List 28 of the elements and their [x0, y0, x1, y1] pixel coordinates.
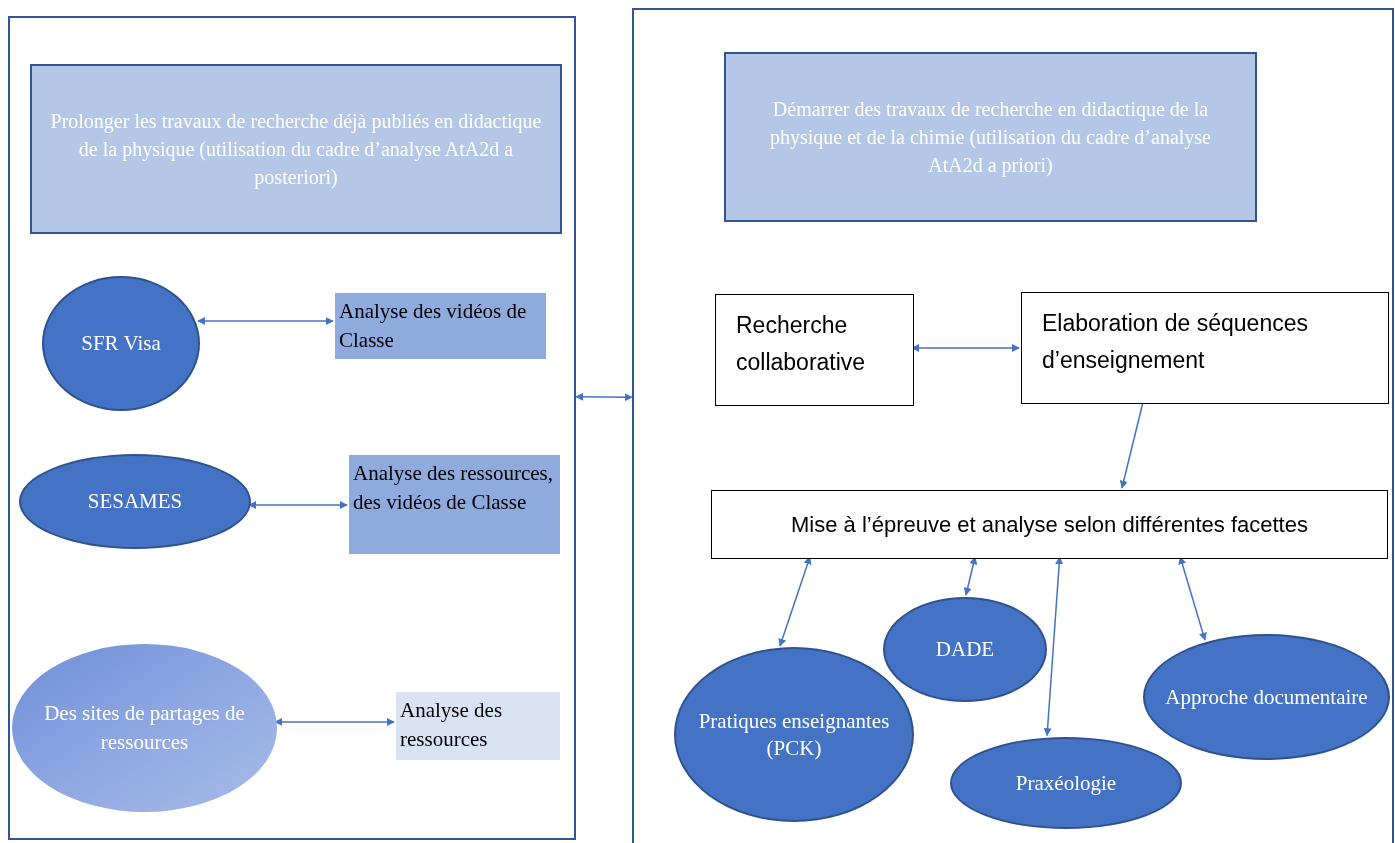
node-text: Des sites de partages de ressources — [43, 700, 246, 756]
process-box — [715, 294, 914, 406]
process-box — [711, 490, 1388, 559]
label-box — [335, 293, 546, 359]
header-box — [724, 52, 1257, 222]
node-text: Analyse des ressources — [400, 697, 504, 753]
label-box — [349, 455, 560, 554]
panel-frame — [632, 8, 1394, 843]
arrow — [197, 317, 334, 326]
node-text: SFR Visa — [81, 330, 161, 357]
label-box — [396, 692, 560, 760]
panel-frame — [8, 16, 576, 840]
node-text: SESAMES — [87, 488, 183, 515]
arrow — [274, 717, 395, 726]
node-text: Elaboration de séquences d’enseignement — [1042, 309, 1309, 375]
node-text: Analyse des ressources, des vidéos de Classe — [353, 460, 555, 516]
node-text: Pratiques enseignantes (PCK) — [697, 708, 891, 761]
node-text: Mise à l’épreuve et analyse selon différentes facettes — [791, 511, 1308, 539]
node-text: Analyse des vidéos de Classe — [339, 298, 528, 354]
node-text: Approche documentaire — [1165, 683, 1368, 711]
process-box — [1021, 292, 1389, 404]
node-text: Recherche collaborative — [736, 311, 867, 377]
node-text: Praxéologie — [1015, 769, 1117, 797]
header-box — [30, 64, 562, 234]
node-text: Démarrer des travaux de recherche en didactique de la physique et de la chimie (utilisation du cadre d’analyse AtA2d a priori) — [769, 97, 1212, 179]
node-text: Prolonger les travaux de recherche déjà publiés en didactique de la physique (utilisation du cadre d’analyse AtA2d a posteriori) — [49, 109, 543, 191]
node-text: DADE — [935, 636, 995, 663]
arrow — [575, 392, 633, 402]
